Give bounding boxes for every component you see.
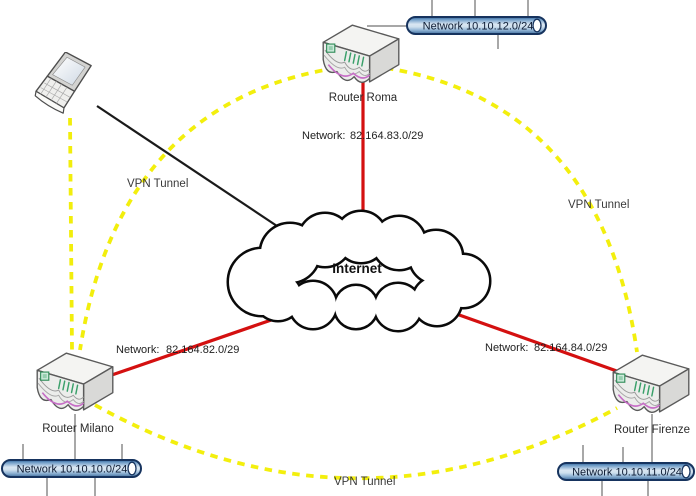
lan-segment-milano: Network 10.10.10.0/24	[1, 459, 142, 478]
lan-segment-roma: Network 10.10.12.0/24	[406, 16, 547, 35]
lan-segment-milano-label: Network 10.10.10.0/24	[17, 464, 128, 476]
wan-link-roma-value: 82.164.83.0/29	[350, 130, 423, 142]
internet-cloud-label: Internet	[332, 261, 382, 276]
lan-segment-roma-label: Network 10.10.12.0/24	[423, 21, 534, 33]
wan-link-milano-value: 82.164.82.0/29	[166, 344, 239, 356]
wan-link-roma-label: Network:	[302, 130, 345, 142]
vpn-tunnel-line-laptop-milano	[68, 117, 74, 351]
vpn-tunnel-label-bottom: VPN Tunnel	[334, 476, 395, 488]
vpn-tunnel-label-right: VPN Tunnel	[568, 199, 629, 211]
router-firenze-icon	[612, 354, 690, 414]
vpn-tunnel-arc-roma-milano	[78, 64, 351, 351]
router-firenze-label: Router Firenze	[614, 424, 690, 436]
vpn-tunnel-label-left: VPN Tunnel	[127, 178, 188, 190]
wan-link-firenze-line	[447, 309, 629, 377]
lan-segment-firenze: Network 10.10.11.0/24	[557, 462, 695, 481]
internet-cloud: Internet	[226, 209, 492, 333]
wan-link-firenze-label: Network:	[485, 342, 528, 354]
router-roma-label: Router Roma	[329, 92, 398, 104]
vpn-tunnel-arc-roma-firenze	[371, 64, 639, 353]
wan-link-milano-line	[105, 315, 281, 379]
router-milano-icon	[36, 352, 114, 412]
laptop-icon	[34, 52, 92, 114]
router-milano-label: Router Milano	[42, 423, 114, 435]
access-line-laptop-internet	[96, 105, 293, 237]
router-roma-icon	[322, 24, 400, 84]
wan-link-firenze-value: 82.164.84.0/29	[534, 342, 607, 354]
lan-segment-firenze-label: Network 10.10.11.0/24	[572, 467, 682, 479]
wan-link-milano-label: Network:	[116, 344, 159, 356]
vpn-tunnel-arc-milano-firenze	[94, 403, 618, 481]
